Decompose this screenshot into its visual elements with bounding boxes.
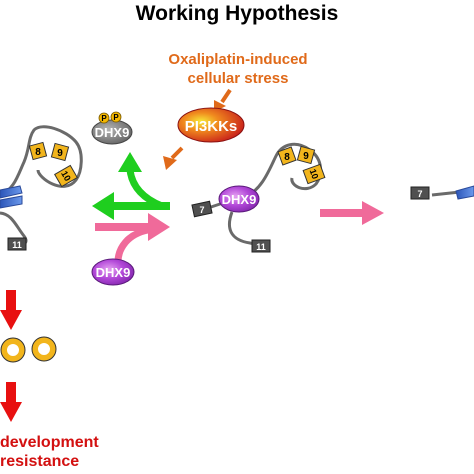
exon-10-left: 10 bbox=[54, 164, 78, 188]
diagram-title: Working Hypothesis bbox=[135, 2, 339, 25]
exon-8-left: 8 bbox=[28, 141, 48, 161]
dhx9-free: DHX9 bbox=[91, 258, 135, 286]
exon-7-right: 7 bbox=[410, 186, 430, 200]
phospho-mark-2: P bbox=[113, 113, 119, 122]
exon-11-middle: 11 bbox=[251, 239, 271, 253]
exon-11-middle-label: 11 bbox=[256, 242, 266, 252]
exon-8-middle-label: 8 bbox=[284, 152, 290, 163]
spliced-product-rings bbox=[0, 336, 57, 363]
phospho-mark-1: P bbox=[101, 114, 107, 123]
pink-binding-arrow bbox=[95, 213, 170, 263]
exon-11-left: 11 bbox=[7, 237, 27, 251]
exon-10-middle: 10 bbox=[302, 163, 326, 185]
exon-10-left-label: 10 bbox=[59, 169, 73, 183]
exon-7-right-label: 7 bbox=[417, 189, 422, 199]
stress-label-line1: Oxaliplatin-induced bbox=[168, 51, 308, 68]
stress-label-line2: cellular stress bbox=[187, 70, 289, 87]
rna-structure-left: 8 9 10 11 bbox=[0, 125, 83, 251]
pink-splicing-arrow bbox=[320, 201, 384, 225]
exon-11-left-label: 11 bbox=[12, 240, 22, 250]
exon-9-left-label: 9 bbox=[57, 148, 63, 159]
rna-structure-middle: 7 8 9 10 DHX9 11 bbox=[191, 142, 326, 253]
exon-9-middle-label: 9 bbox=[303, 151, 309, 162]
green-release-arrow bbox=[92, 152, 170, 220]
exon-7-middle: 7 bbox=[191, 200, 213, 218]
outcome-label-line1: development bbox=[0, 434, 99, 451]
pi3kks-label: PI3KKs bbox=[185, 118, 238, 135]
dhx9-bound: DHX9 bbox=[218, 185, 260, 213]
exon-9-middle: 9 bbox=[296, 145, 316, 165]
down-arrow-1 bbox=[0, 290, 22, 330]
outcome-label-line2: resistance bbox=[0, 453, 80, 470]
exon-9-left: 9 bbox=[50, 142, 70, 162]
pi3kks-kinase: PI3KKs bbox=[177, 107, 245, 143]
rna-structure-right: 7 bbox=[410, 185, 474, 200]
dhx9-bound-label: DHX9 bbox=[222, 192, 257, 207]
kinase-arrow bbox=[163, 146, 184, 170]
exon-8-middle: 8 bbox=[277, 146, 297, 166]
exon-7-middle-label: 7 bbox=[199, 205, 204, 215]
down-arrow-2 bbox=[0, 382, 22, 422]
exon-10-middle-label: 10 bbox=[308, 168, 321, 181]
exon-8-left-label: 8 bbox=[35, 147, 41, 158]
dhx9-free-label: DHX9 bbox=[96, 265, 131, 280]
dhx9-phosphorylated: DHX9 P P bbox=[91, 111, 133, 145]
dhx9-phosphorylated-label: DHX9 bbox=[95, 125, 130, 140]
